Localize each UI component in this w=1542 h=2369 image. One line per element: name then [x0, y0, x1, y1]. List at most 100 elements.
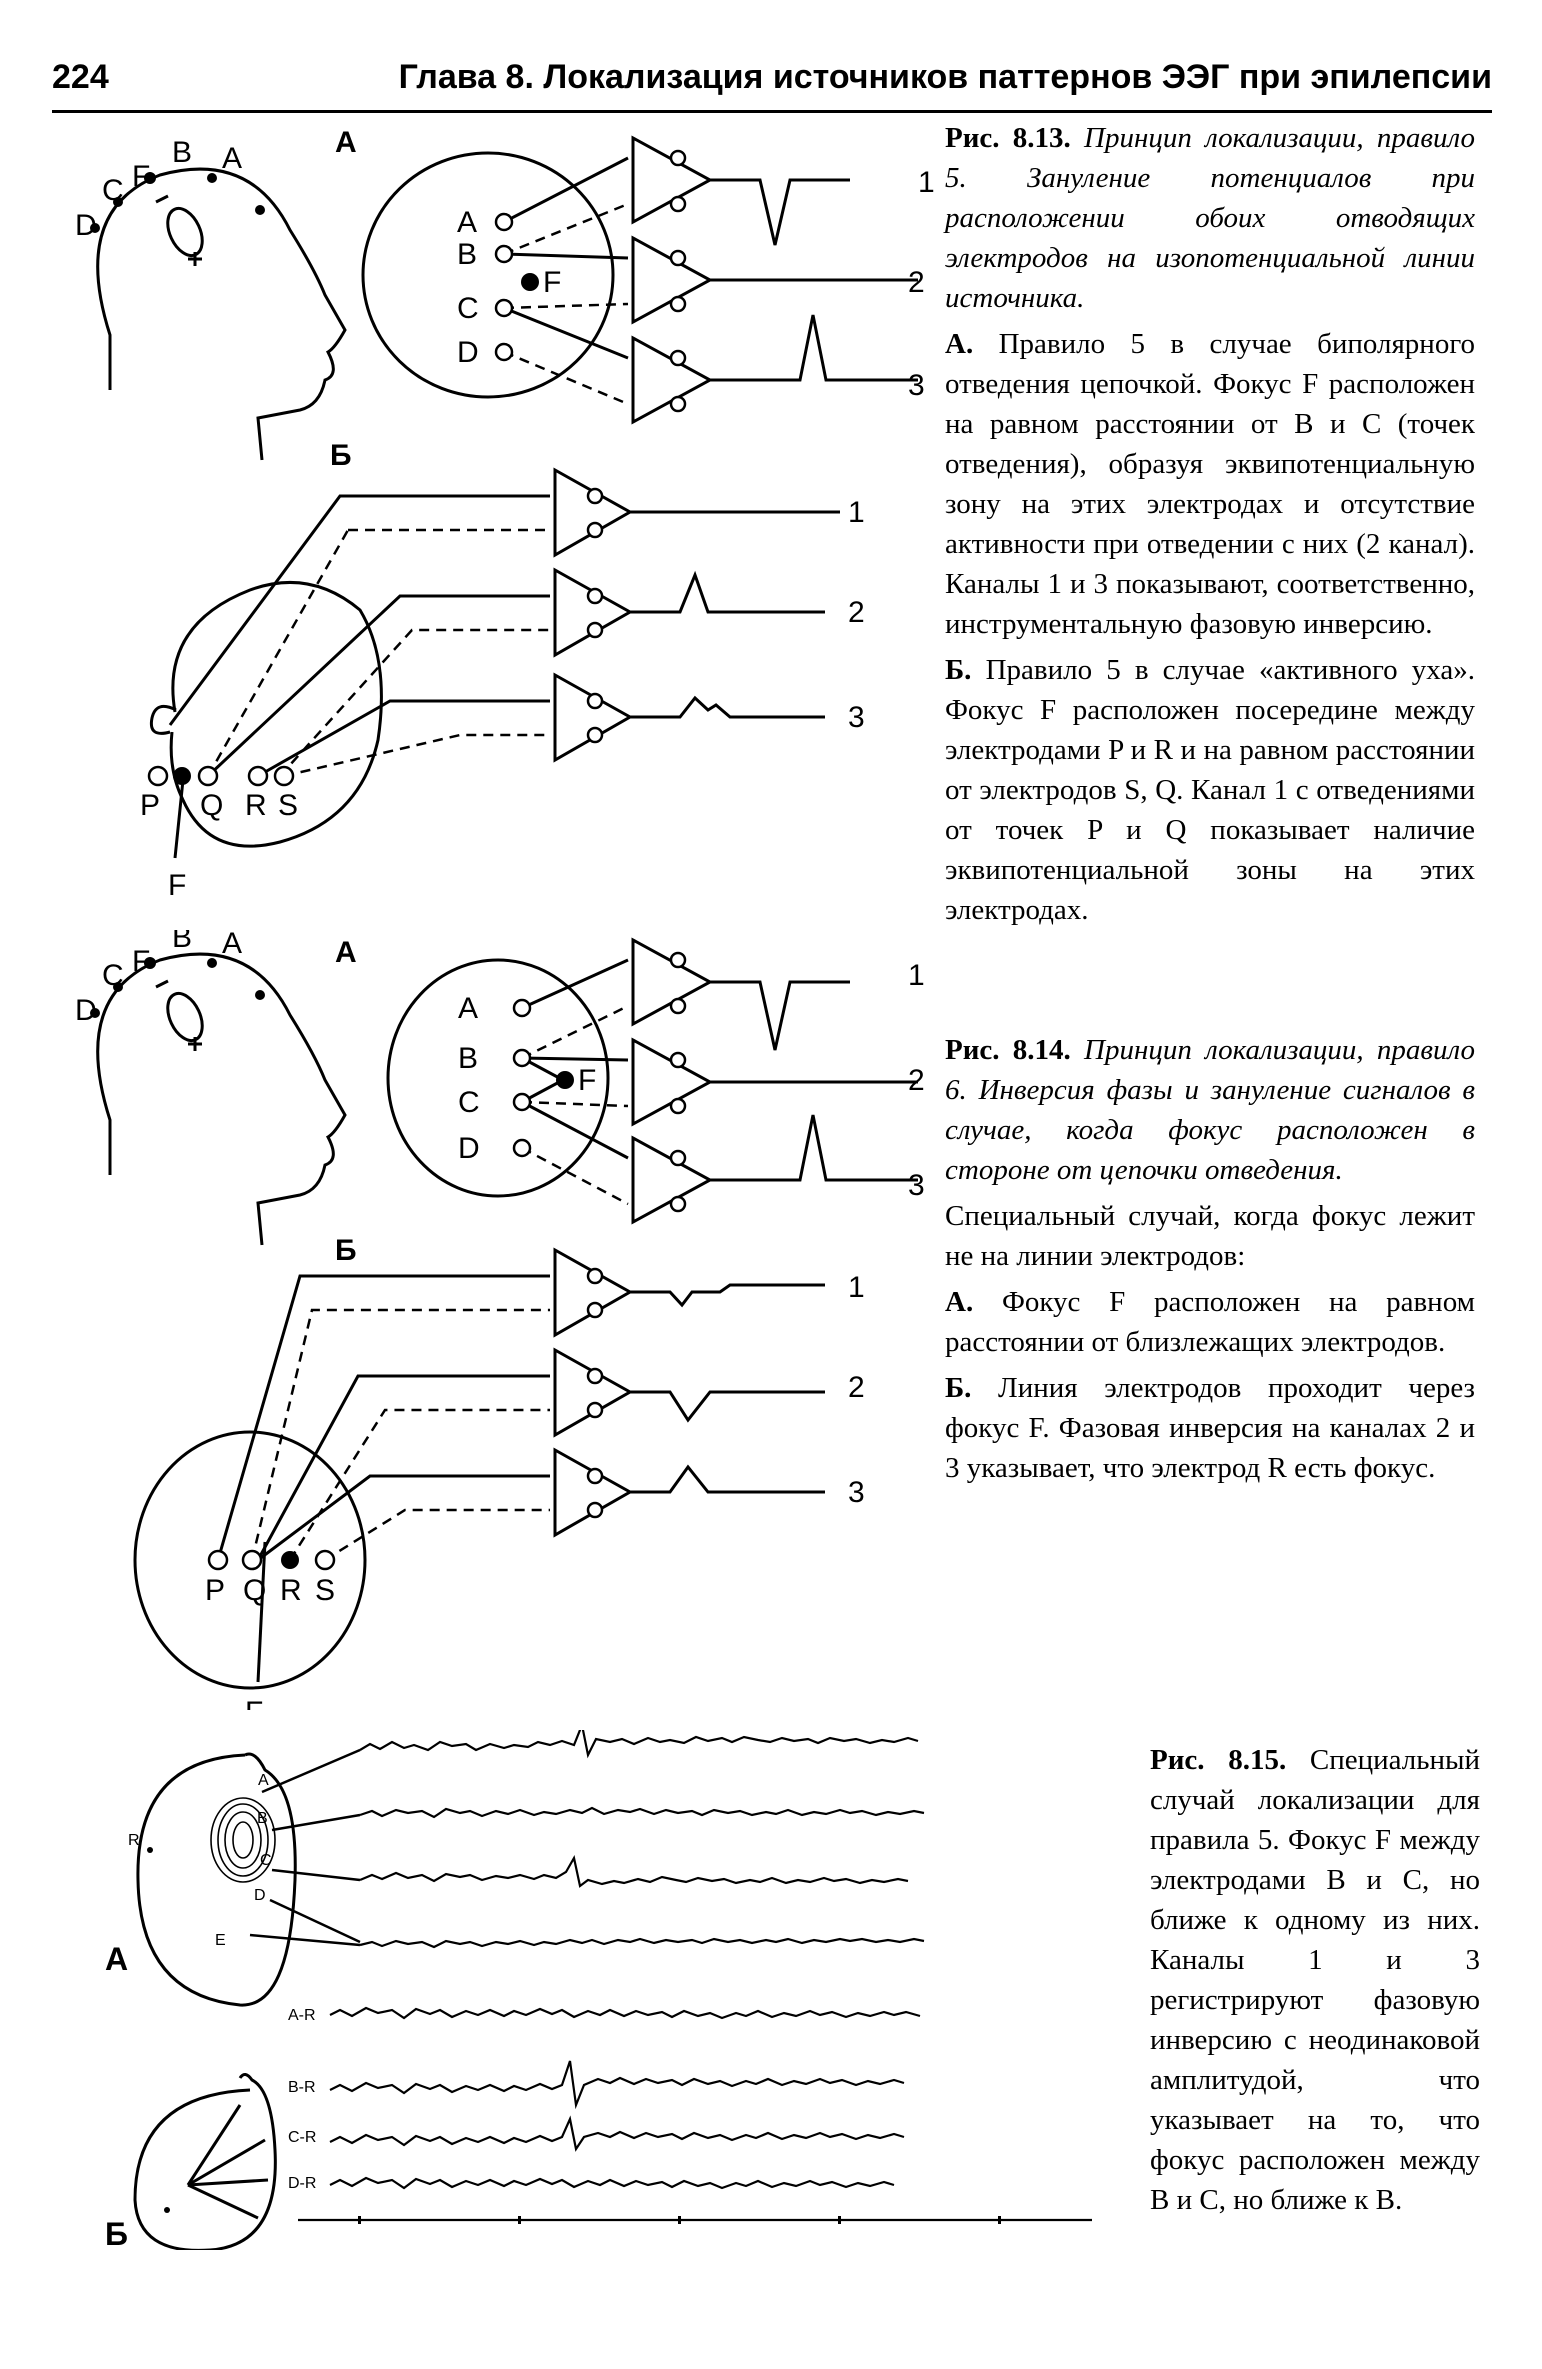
channel-3-trace: [630, 1464, 825, 1494]
electrode: [197, 765, 219, 787]
channel-number: 3: [908, 369, 925, 402]
electrode-label: F: [132, 160, 150, 193]
focus-marker: [521, 273, 539, 291]
caption-title: Принцип локализации, правило 5. Занулени…: [945, 122, 1476, 314]
montage-label: B-R: [288, 2079, 316, 2096]
paragraph-label: А.: [945, 1286, 974, 1318]
caption-8-14: Рис. 8.14. Принцип локализации, правило …: [945, 1030, 1475, 1494]
caption-label: Рис. 8.15.: [1150, 1744, 1287, 1776]
channel-number: 3: [848, 1476, 865, 1509]
electrode-label: A: [222, 142, 242, 175]
electrode: [512, 1048, 532, 1068]
focus-label: F: [578, 1064, 596, 1097]
electrode-label: D: [458, 1132, 480, 1165]
paragraph-label: А.: [945, 328, 974, 360]
electrode-label: F: [132, 945, 150, 978]
channel-number: 1: [848, 496, 865, 529]
electrode: [147, 765, 169, 787]
caption-text: Специальный случай локализации для прави…: [1150, 1744, 1481, 2216]
channel-number: 2: [908, 1064, 925, 1097]
paragraph-label: Б.: [945, 1372, 972, 1404]
figure-8-14: C F B A D А A B F C D 1 2 3 Б 1 2 3 P Q …: [75, 930, 925, 1710]
electrode-label: A: [258, 1772, 269, 1789]
focus-marker: [281, 1551, 299, 1569]
channel-number: 2: [848, 1371, 865, 1404]
channel-number: 3: [848, 701, 865, 734]
eeg-trace: [329, 2060, 905, 2110]
caption-label: Рис. 8.14.: [945, 1034, 1071, 1066]
montage-label: D-R: [288, 2175, 316, 2192]
paragraph-text: Правило 5 в случае «активного уха». Фоку…: [945, 654, 1476, 926]
channel-number: 1: [908, 959, 925, 992]
montage-label: C-R: [288, 2129, 316, 2146]
paragraph-label: Б.: [945, 654, 972, 686]
channel-number: 2: [908, 266, 925, 299]
electrode: [494, 244, 514, 264]
montage-label: A-R: [288, 2007, 316, 2024]
electrode-label: B: [257, 1810, 268, 1827]
electrode-label: D: [75, 994, 97, 1027]
panel-label-b: Б: [330, 439, 352, 472]
chapter-title: Глава 8. Локализация источников паттерно…: [398, 58, 1492, 96]
electrode-label: P: [205, 1574, 225, 1607]
dipole-ellipse: [166, 991, 204, 1043]
electrode-label: D: [457, 336, 479, 369]
channel-number: 3: [908, 1169, 925, 1202]
channel-1-trace: [735, 178, 850, 246]
panel-label-a: А: [335, 126, 357, 159]
head-profile: [96, 167, 347, 461]
electrode-label: A: [222, 930, 242, 960]
electrode-label: S: [315, 1574, 335, 1607]
electrode: [494, 298, 514, 318]
electrode-label: E: [215, 1932, 226, 1949]
electrode: [241, 1549, 263, 1571]
panel-label-b: Б: [335, 1234, 357, 1267]
channel-1-trace: [735, 980, 850, 1051]
electrode: [512, 1138, 532, 1158]
eeg-trace: [359, 1937, 925, 1949]
electrode-label: R: [245, 789, 267, 822]
electrode-label: B: [172, 136, 192, 169]
focus-marker: [173, 767, 191, 785]
paragraph-text: Фокус F расположен на равном расстоянии …: [945, 1286, 1475, 1358]
electrode: [273, 765, 295, 787]
eeg-trace: [359, 1730, 919, 1759]
head-top-view: [361, 151, 615, 399]
caption-label: Рис. 8.13.: [945, 122, 1071, 154]
head-top-view: [133, 2073, 277, 2250]
paragraph-text: Линия электродов проходит через фокус F.…: [945, 1372, 1475, 1484]
channel-number: 1: [848, 1271, 865, 1304]
eeg-trace: [329, 2176, 895, 2190]
electrode: [207, 1549, 229, 1571]
electrode-label: C: [458, 1086, 480, 1119]
electrode-label: D: [75, 209, 97, 242]
eeg-trace: [359, 1806, 925, 1819]
electrode: [247, 765, 269, 787]
electrode-label: A: [457, 206, 477, 239]
electrode-label: D: [254, 1887, 266, 1904]
focus-marker: [556, 1071, 574, 1089]
electrode-label: S: [278, 789, 298, 822]
electrode: [314, 1549, 336, 1571]
eeg-trace: [329, 2115, 905, 2152]
channel-2-trace: [630, 1390, 825, 1423]
caption-8-15: Рис. 8.15. Специальный случай локализаци…: [1150, 1740, 1480, 2226]
electrode: [512, 1092, 532, 1112]
focus-label: F: [245, 1696, 263, 1710]
panel-label-a: А: [335, 936, 357, 969]
electrode-label: C: [102, 174, 124, 207]
electrode-label: C: [260, 1852, 272, 1869]
electrode-label: Q: [200, 789, 223, 822]
electrode-label: B: [457, 238, 477, 271]
panel-label-b: Б: [105, 2216, 128, 2250]
figure-8-15: A B C D E R A-R B-R C-R D-R А Б: [105, 1730, 1092, 2250]
electrode-label: B: [458, 1042, 478, 1075]
running-header: 224 Глава 8. Локализация источников патт…: [52, 58, 1492, 113]
caption-title: Принцип локализации, правило 6. Инверсия…: [945, 1034, 1476, 1186]
electrode-label: Q: [243, 1574, 266, 1607]
eeg-trace: [329, 2006, 921, 2020]
electrode-label: B: [172, 930, 192, 954]
electrode: [494, 342, 514, 362]
electrode-label: R: [280, 1574, 302, 1607]
channel-2-trace: [630, 570, 825, 614]
